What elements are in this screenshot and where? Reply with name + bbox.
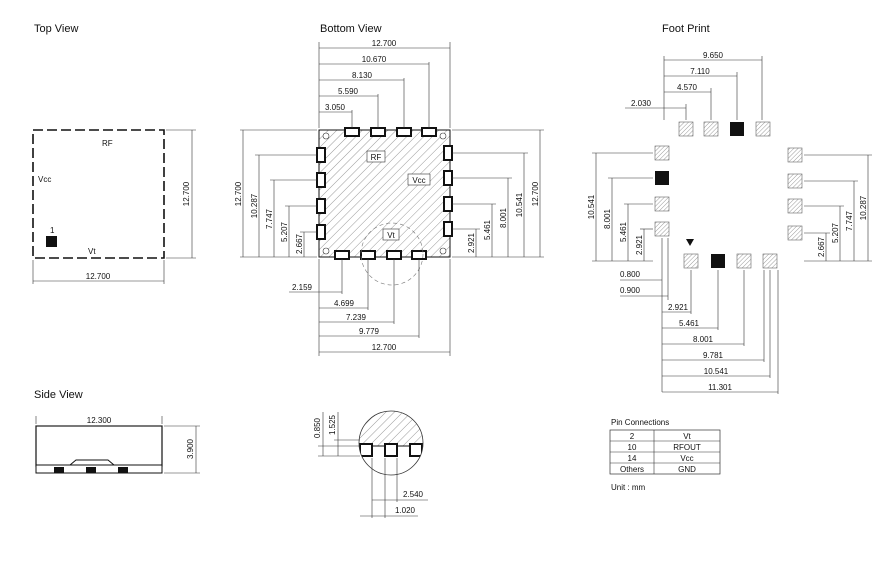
bottom-view: RF Vcc Vt 12.700 10.670 8.130 5.590 3.05… [234,39,544,356]
unit-note: Unit : mm [611,483,646,492]
bv-top-dim-2: 8.130 [352,71,373,80]
bottom-view-rf-label: RF [371,153,382,162]
detail-dim-3: 1.020 [395,506,416,515]
bv-bottom-dim-0: 2.159 [292,283,313,292]
bv-left-dim-0: 12.700 [234,181,243,206]
bv-bottom-dim-4: 12.700 [372,343,397,352]
bv-bottom-dim-1: 4.699 [334,299,355,308]
fp-right-dim-1: 7.747 [845,210,854,231]
top-view-title: Top View [34,23,78,35]
side-view-width-dim: 12.300 [87,416,112,425]
bv-bottom-dim-2: 7.239 [346,313,367,322]
fp-top-dim-2: 4.570 [677,83,698,92]
bv-top-dim-0: 12.700 [372,39,397,48]
fp-bottom-dim-4: 8.001 [693,335,714,344]
bv-left-dim-1: 10.287 [250,193,259,218]
top-view-vcc-label: Vcc [38,175,51,184]
pin1-label: 1 [50,226,55,235]
bv-top-dim-4: 3.050 [325,103,346,112]
fp-bottom-dim-3: 5.461 [679,319,700,328]
pin-table-row-3-name: GND [678,465,696,474]
pad-detail: 0.850 1.525 2.540 1.020 [313,410,428,518]
fp-bottom-dim-7: 11.301 [708,383,732,392]
bottom-view-vt-label: Vt [387,231,395,240]
pin-table-row-1-name: RFOUT [673,443,701,452]
top-view: RF Vcc Vt 1 12.700 12.700 [32,129,196,284]
footprint-view: 9.650 7.110 4.570 2.030 10.541 8.001 5.4… [587,51,872,394]
top-view-width-dim: 12.700 [86,272,111,281]
fp-bottom-dim-1: 0.900 [620,286,641,295]
side-view-title: Side View [34,389,83,401]
fp-top-dim-1: 7.110 [690,67,710,76]
fp-top-dim-0: 9.650 [703,51,724,60]
bottom-view-vcc-label: Vcc [412,176,425,185]
bv-right-dim-4: 2.921 [467,232,476,253]
pin1-marker [46,236,57,247]
pin-table-row-1-pin: 10 [628,443,637,452]
bv-top-dim-3: 5.590 [338,87,359,96]
detail-dim-1: 1.525 [328,414,337,435]
pin-table-row-0-pin: 2 [630,432,635,441]
detail-dim-0: 0.850 [313,417,322,438]
fp-left-dim-2: 5.461 [619,221,628,242]
top-view-vt-label: Vt [88,247,96,256]
detail-dim-2: 2.540 [403,490,424,499]
pin-table-row-2-name: Vcc [680,454,693,463]
pin-table-title: Pin Connections [611,418,669,427]
bv-right-dim-3: 5.461 [483,219,492,240]
bv-left-dim-2: 7.747 [265,208,274,229]
fp-right-dim-3: 10.287 [859,195,868,220]
bv-bottom-dim-3: 9.779 [359,327,380,336]
fp-left-dim-3: 2.921 [635,234,644,255]
bv-right-dim-2: 8.001 [499,207,508,228]
fp-bottom-dim-0: 0.800 [620,270,641,279]
fp-right-dim-0: 2.667 [817,236,826,257]
top-view-rf-label: RF [102,139,113,148]
top-view-package-outline [32,129,165,259]
fp-bottom-dim-6: 10.541 [704,367,729,376]
side-view: 12.300 3.900 [35,416,200,474]
fp-right-dim-2: 5.207 [831,222,840,243]
bv-left-dim-4: 2.667 [295,233,304,254]
bv-right-dim-0: 12.700 [531,181,540,206]
fp-left-dim-1: 8.001 [603,208,612,229]
fp-top-dim-3: 2.030 [631,99,652,108]
footprint-title: Foot Print [662,23,710,35]
top-view-height-dim: 12.700 [182,181,191,206]
pin-table-row-0-name: Vt [683,432,691,441]
bv-left-dim-3: 5.207 [280,221,289,242]
bottom-view-title: Bottom View [320,23,382,35]
pin1-triangle-icon [686,239,694,246]
bv-right-dim-1: 10.541 [515,192,524,217]
fp-left-dim-0: 10.541 [587,194,596,219]
fp-bottom-dim-5: 9.781 [703,351,724,360]
pin-table-row-2-pin: 14 [628,454,637,463]
pin-table-row-3-pin: Others [620,465,644,474]
fp-bottom-dim-2: 2.921 [668,303,689,312]
side-view-height-dim: 3.900 [186,438,195,459]
bv-top-dim-1: 10.670 [362,55,387,64]
pin-connections-table: Pin Connections 2 Vt 10 RFOUT 14 Vcc Oth… [609,418,721,492]
